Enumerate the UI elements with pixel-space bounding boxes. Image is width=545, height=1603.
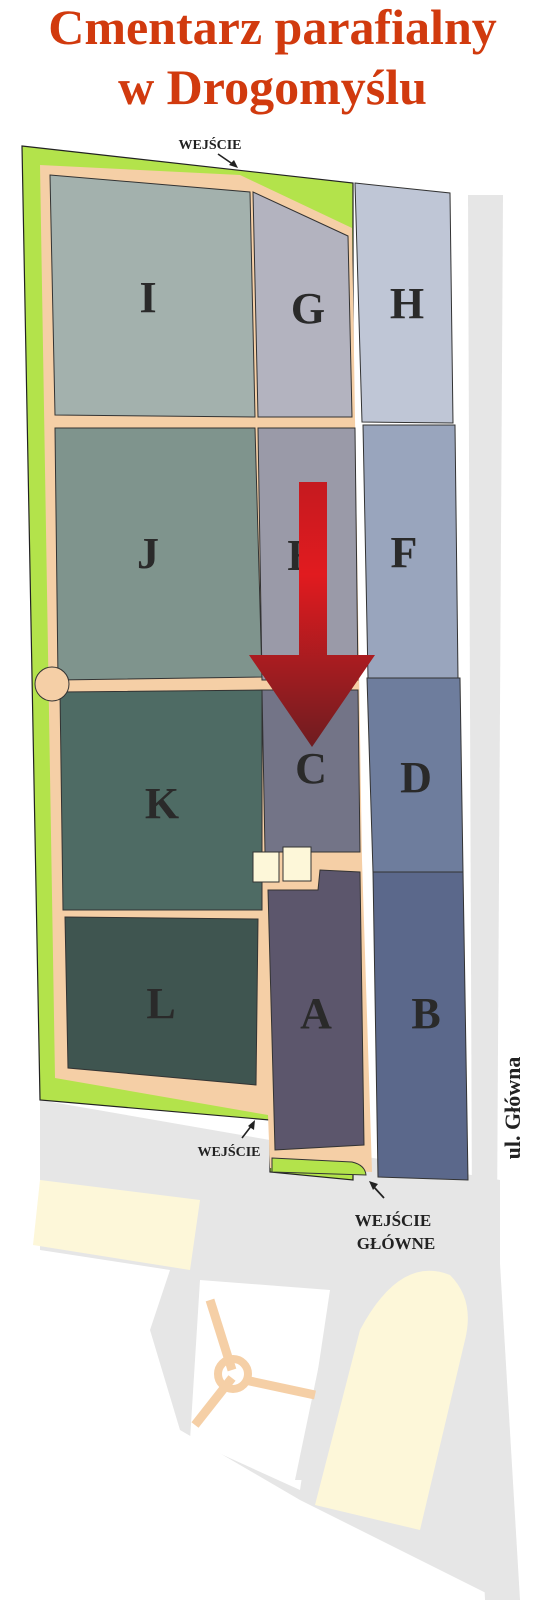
parking-area	[33, 1180, 200, 1270]
entrance-arrow-main	[372, 1185, 385, 1199]
sector-label-H: H	[390, 279, 424, 328]
building-1[interactable]	[252, 851, 280, 883]
entrance-label-main-2: GŁÓWNE	[357, 1234, 435, 1253]
sector-label-J: J	[137, 529, 159, 578]
sector-label-A: A	[300, 989, 332, 1038]
sector-K[interactable]	[59, 689, 263, 911]
entrance-label-top: WEJŚCIE	[178, 136, 241, 153]
sector-label-I: I	[139, 273, 156, 322]
street-glowna-south[interactable]	[470, 1230, 520, 1600]
roundabout	[191, 1298, 316, 1428]
entrance-label-side: WEJŚCIE	[197, 1143, 260, 1160]
entrance-arrowhead-side	[248, 1120, 255, 1130]
grass-strip-gate	[271, 1157, 367, 1176]
sector-label-G: G	[291, 284, 325, 333]
location-arrow	[249, 482, 375, 747]
map-title-line-1: Cmentarz parafialny	[48, 0, 497, 55]
entrance-arrowhead-top	[229, 160, 238, 168]
sector-label-F: F	[391, 528, 418, 577]
building-2[interactable]	[282, 846, 312, 882]
entrance-label-main-1: WEJŚCIE	[355, 1211, 432, 1230]
sector-label-K: K	[145, 779, 179, 828]
map-title-line-2: w Drogomyślu	[118, 59, 427, 115]
green-space	[315, 1270, 468, 1530]
sector-B[interactable]	[372, 871, 469, 1181]
sector-label-D: D	[400, 753, 432, 802]
path-roundel	[34, 666, 70, 702]
street-label: ul. Główna	[500, 1057, 525, 1160]
street-glowna[interactable]	[468, 195, 503, 1218]
sector-L[interactable]	[64, 916, 259, 1086]
sector-H[interactable]	[354, 182, 454, 424]
sector-label-C: C	[295, 744, 327, 793]
sector-A[interactable]	[267, 869, 365, 1151]
access-road[interactable]	[295, 1240, 360, 1480]
sector-label-L: L	[146, 979, 175, 1028]
sector-I[interactable]	[49, 174, 256, 418]
sector-label-B: B	[411, 989, 440, 1038]
sector-G[interactable]	[252, 191, 353, 418]
entrance-arrowhead-main	[369, 1181, 378, 1190]
